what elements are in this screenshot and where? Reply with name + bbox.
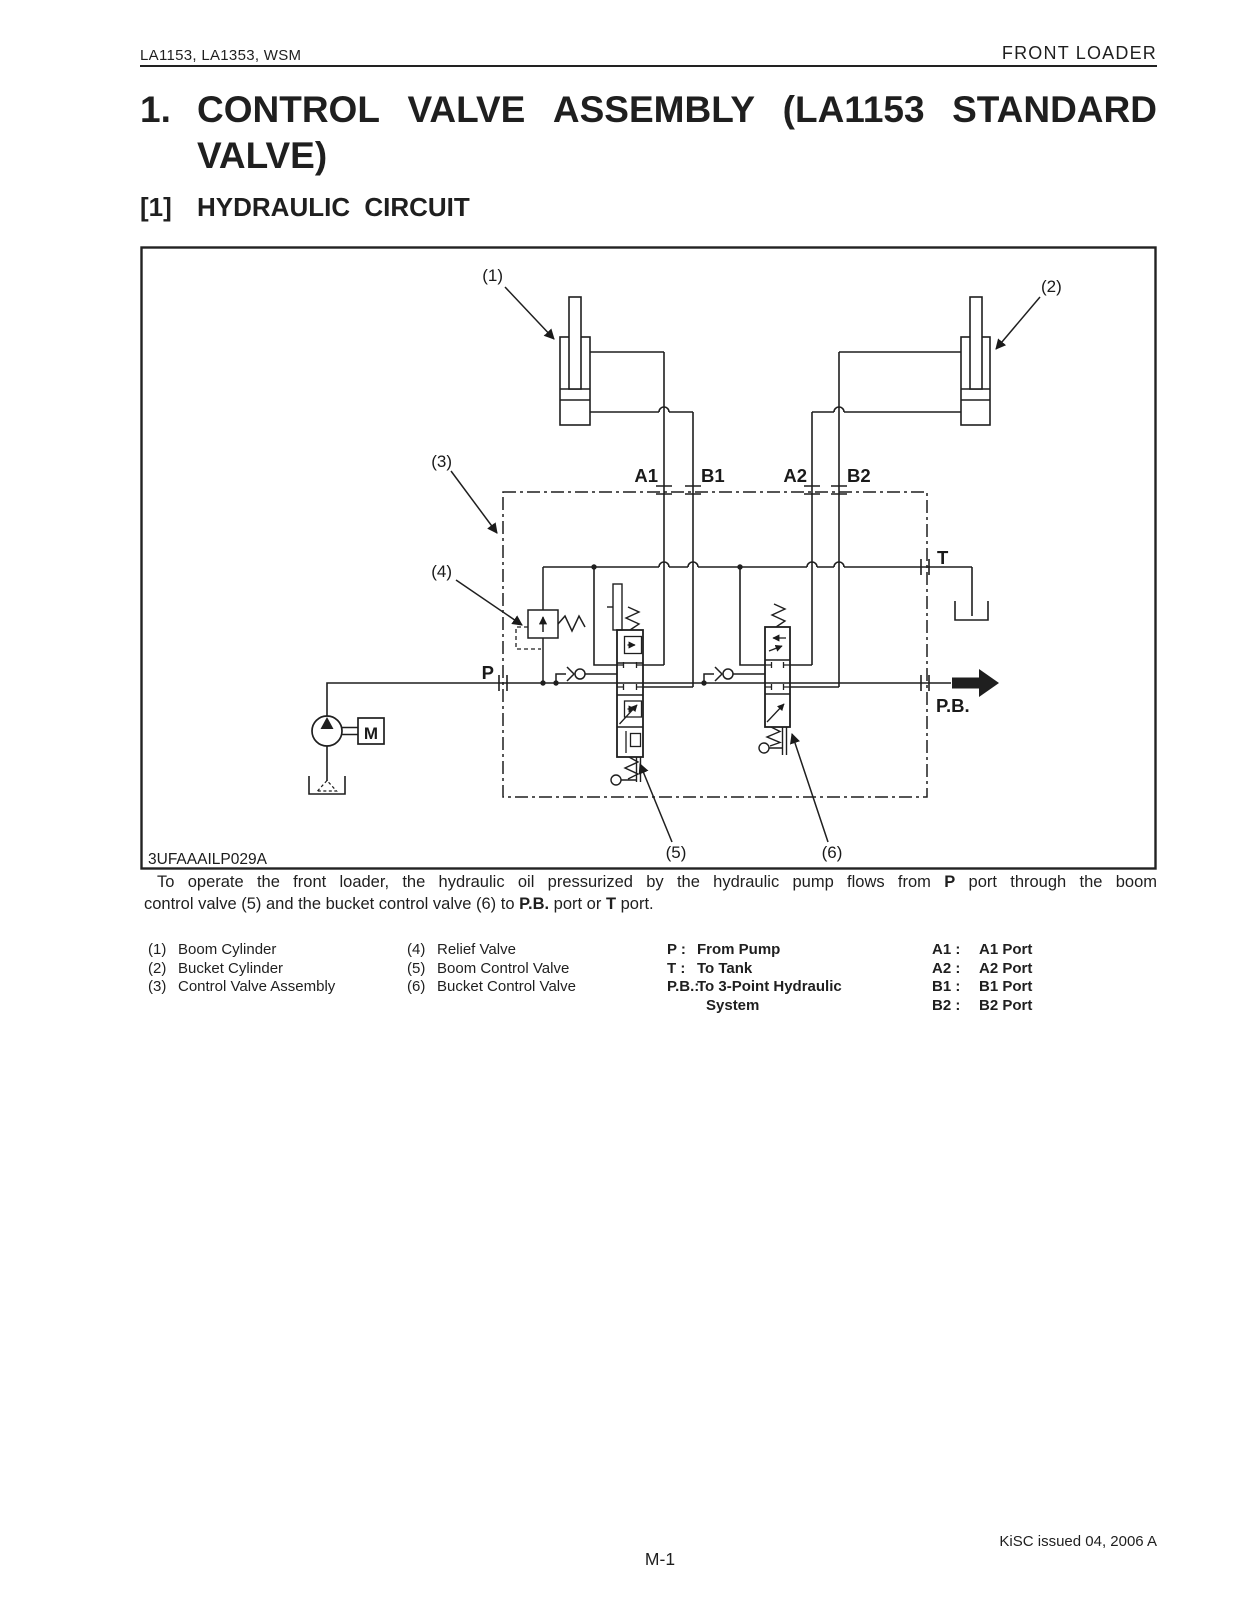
footer-page-number: M-1 bbox=[644, 1549, 676, 1569]
suction-tank-symbol bbox=[308, 746, 346, 795]
valve-spring-bottom bbox=[623, 756, 640, 780]
port-p-label: P bbox=[482, 662, 494, 683]
port-b2-label: B2 bbox=[847, 465, 871, 486]
section-title: HYDRAULIC CIRCUIT bbox=[197, 192, 470, 222]
legend-column-3: P :From Pump T :To Tank P.B.:To 3-Point … bbox=[667, 941, 917, 1015]
header-model-codes: LA1153, LA1353, WSM bbox=[140, 47, 302, 64]
legend-item: (4)Relief Valve bbox=[407, 941, 516, 958]
callout-2-label: (2) bbox=[1041, 277, 1062, 296]
hydraulic-circuit-diagram: (1) (2) (3) (4) (5) (6) A1 B1 A2 B2 T P … bbox=[140, 246, 1157, 870]
callout-leaders bbox=[450, 286, 1041, 843]
legend-item: A2 :A2 Port bbox=[932, 959, 1033, 977]
legend-column-2: (4)Relief Valve (5)Boom Control Valve (6… bbox=[407, 941, 657, 997]
header-section-name: FRONT LOADER bbox=[1001, 43, 1157, 63]
paragraph-line-2: control valve (5) and the bucket control… bbox=[144, 895, 654, 913]
valve-lever bbox=[612, 583, 623, 631]
port-tick-marks bbox=[498, 485, 930, 691]
legend-item: (6)Bucket Control Valve bbox=[407, 978, 576, 996]
pump-shaft bbox=[342, 726, 358, 736]
callout-6-label: (6) bbox=[822, 843, 843, 862]
legend-item: System bbox=[706, 996, 760, 1014]
legend-item: (1)Boom Cylinder bbox=[148, 941, 277, 958]
footer-issue-note: KiSC issued 04, 2006 A bbox=[999, 1533, 1157, 1550]
legend-item: T :To Tank bbox=[667, 959, 753, 977]
section-index: [1] bbox=[140, 192, 172, 222]
strainer-symbol bbox=[317, 779, 338, 792]
callout-1-label: (1) bbox=[482, 266, 503, 285]
detent-knob bbox=[610, 774, 622, 786]
tank-return-line bbox=[543, 561, 989, 621]
header-rule bbox=[140, 65, 1157, 67]
legend-item: A1 :A1 Port bbox=[932, 941, 1033, 958]
port-a1-label: A1 bbox=[634, 465, 658, 486]
check-valve-bucket bbox=[703, 666, 765, 683]
port-t-label: T bbox=[937, 547, 949, 568]
tank-symbol-right bbox=[954, 601, 989, 621]
legend-column-1: (1)Boom Cylinder (2)Bucket Cylinder (3)C… bbox=[148, 941, 398, 997]
boom-cylinder-symbol bbox=[559, 296, 591, 426]
detent-knob bbox=[758, 742, 770, 754]
figure-frame bbox=[140, 246, 1157, 870]
legend-item: (5)Boom Control Valve bbox=[407, 959, 570, 977]
legend-item: (2)Bucket Cylinder bbox=[148, 959, 284, 977]
valve-spring-top bbox=[624, 606, 641, 631]
figure-code: 3UFAAAILP029A bbox=[148, 851, 268, 868]
bucket-control-valve-symbol bbox=[758, 603, 791, 755]
body-paragraph: To operate the front loader, the hydraul… bbox=[144, 871, 1157, 915]
work-lines bbox=[590, 351, 961, 688]
legend-item: (3)Control Valve Assembly bbox=[148, 978, 336, 996]
relief-pilot-line bbox=[515, 626, 541, 650]
port-a2-label: A2 bbox=[783, 465, 807, 486]
legend-item: B1 :B1 Port bbox=[932, 978, 1033, 996]
motor-box bbox=[357, 717, 385, 745]
motor-label: M bbox=[364, 724, 378, 743]
callout-5-label: (5) bbox=[666, 843, 687, 862]
bucket-cylinder-symbol bbox=[960, 296, 991, 426]
legend-item: B2 :B2 Port bbox=[932, 996, 1033, 1014]
paragraph-line-1: To operate the front loader, the hydraul… bbox=[157, 873, 1157, 891]
check-valve-boom bbox=[555, 666, 617, 683]
port-b1-label: B1 bbox=[701, 465, 725, 486]
valve-spring-bottom bbox=[765, 726, 782, 747]
float-detent bbox=[769, 727, 788, 755]
legend-column-4: A1 :A1 Port A2 :A2 Port B1 :B1 Port B2 :… bbox=[932, 941, 1152, 1015]
relief-valve-symbol bbox=[515, 567, 586, 683]
pressure-line bbox=[326, 682, 951, 716]
callout-4-label: (4) bbox=[431, 562, 452, 581]
control-valve-assembly-boundary bbox=[502, 491, 928, 798]
chapter-title-line1: CONTROL VALVE ASSEMBLY (LA1153 STANDARD bbox=[197, 89, 1157, 130]
chapter-number: 1. bbox=[140, 89, 171, 130]
legend-item: P :From Pump bbox=[667, 941, 781, 958]
junction-dots bbox=[540, 564, 743, 686]
relief-spring bbox=[557, 614, 586, 633]
boom-control-valve-symbol bbox=[607, 583, 644, 786]
legend-item: P.B.:To 3-Point Hydraulic bbox=[667, 978, 842, 996]
pb-flow-arrow bbox=[952, 669, 999, 697]
callout-3-label: (3) bbox=[431, 452, 452, 471]
valve-spring-top bbox=[770, 603, 787, 628]
valve-tank-branches bbox=[593, 567, 765, 666]
hydraulic-pump-symbol bbox=[308, 715, 385, 795]
port-pb-label: P.B. bbox=[936, 695, 970, 716]
chapter-title-line2: VALVE) bbox=[197, 135, 328, 176]
pump-flow-triangle bbox=[320, 717, 334, 729]
